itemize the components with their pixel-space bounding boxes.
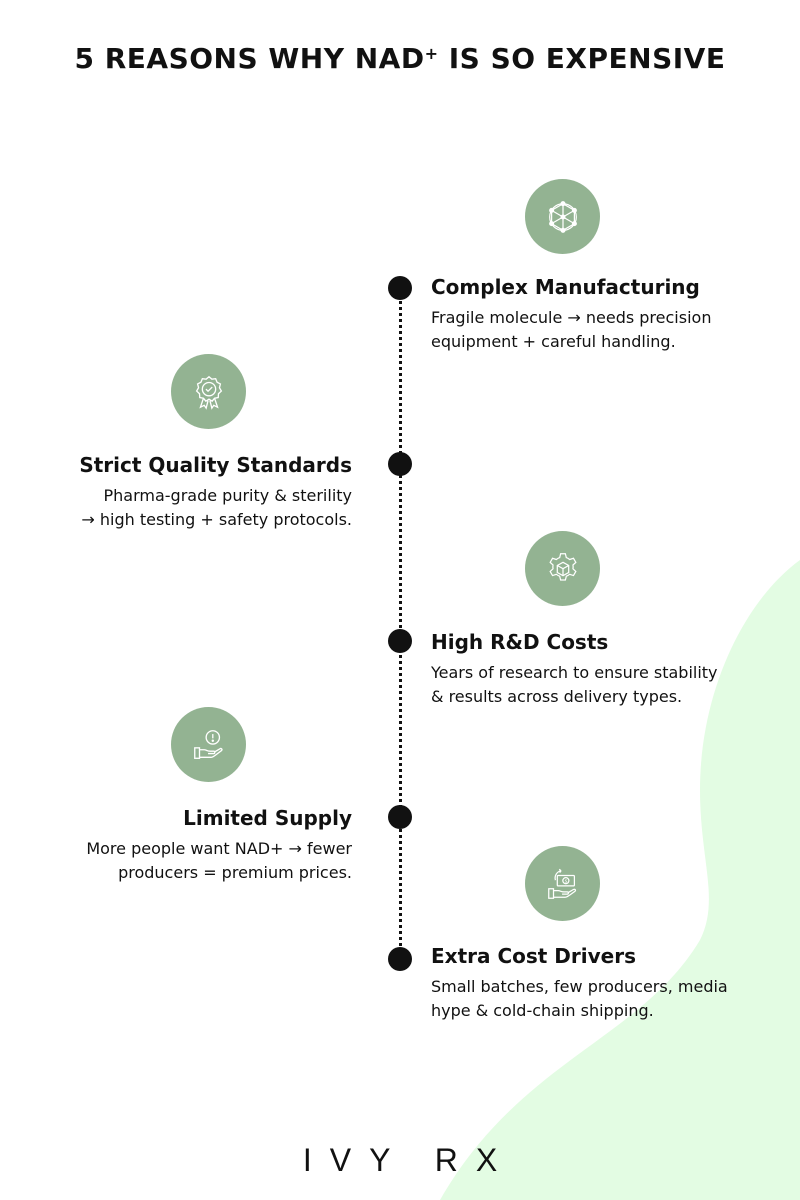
reason-complex-manufacturing: Complex Manufacturing Fragile molecule →… — [431, 274, 761, 354]
svg-text:$: $ — [564, 878, 567, 884]
icon-circle-quality — [171, 354, 246, 429]
reason-strict-quality: Strict Quality Standards Pharma-grade pu… — [22, 452, 352, 532]
reason-text-line-1: Pharma-grade purity & sterility — [103, 486, 353, 505]
brand-logo: IVY RX — [302, 1142, 516, 1178]
award-badge-icon — [195, 375, 222, 410]
reason-description: Years of research to ensure stability & … — [431, 661, 761, 709]
title-text: 5 REASONS WHY NAD+ IS SO EXPENSIVE — [74, 42, 726, 75]
reason-text-line-1: More people want NAD+ → fewer — [86, 839, 352, 858]
page-title: 5 REASONS WHY NAD+ IS SO EXPENSIVE — [0, 42, 800, 75]
reason-limited-supply: Limited Supply More people want NAD+ → f… — [22, 805, 352, 885]
reason-heading: Complex Manufacturing — [431, 275, 700, 299]
reason-text-line-1: Small batches, few producers, media — [431, 977, 728, 996]
reason-heading: High R&D Costs — [431, 630, 609, 654]
icon-circle-supply — [171, 707, 246, 782]
icon-circle-extra: $ — [525, 846, 600, 921]
reason-text-line-2: → high testing + safety protocols. — [81, 510, 352, 529]
reason-heading: Strict Quality Standards — [79, 453, 352, 477]
hand-alert-icon — [193, 729, 223, 759]
gear-cube-icon — [548, 552, 577, 581]
reason-text-line-2: producers = premium prices. — [118, 863, 352, 882]
hand-money-icon: $ — [547, 868, 576, 899]
reason-text-line-2: equipment + careful handling. — [431, 332, 676, 351]
reason-description: More people want NAD+ → fewer producers … — [22, 837, 352, 885]
timeline-dot-4 — [388, 805, 412, 829]
reason-description: Pharma-grade purity & sterility → high t… — [22, 484, 352, 532]
timeline-dot-5 — [388, 947, 412, 971]
reason-extra-cost: Extra Cost Drivers Small batches, few pr… — [431, 943, 761, 1023]
reason-text-line-2: & results across delivery types. — [431, 687, 683, 706]
reason-heading: Limited Supply — [183, 806, 352, 830]
timeline-dot-3 — [388, 629, 412, 653]
molecule-network-icon — [548, 200, 577, 233]
icon-circle-rnd — [525, 531, 600, 606]
reason-text-line-2: hype & cold-chain shipping. — [431, 1001, 654, 1020]
reason-text-line-1: Fragile molecule → needs precision — [431, 308, 712, 327]
reason-heading: Extra Cost Drivers — [431, 944, 636, 968]
timeline-line — [399, 290, 402, 958]
timeline-dot-1 — [388, 276, 412, 300]
reason-description: Small batches, few producers, media hype… — [431, 975, 761, 1023]
reason-high-rnd: High R&D Costs Years of research to ensu… — [431, 629, 761, 709]
reason-description: Fragile molecule → needs precision equip… — [431, 306, 761, 354]
reason-text-line-1: Years of research to ensure stability — [431, 663, 718, 682]
icon-circle-manufacturing — [525, 179, 600, 254]
timeline-dot-2 — [388, 452, 412, 476]
